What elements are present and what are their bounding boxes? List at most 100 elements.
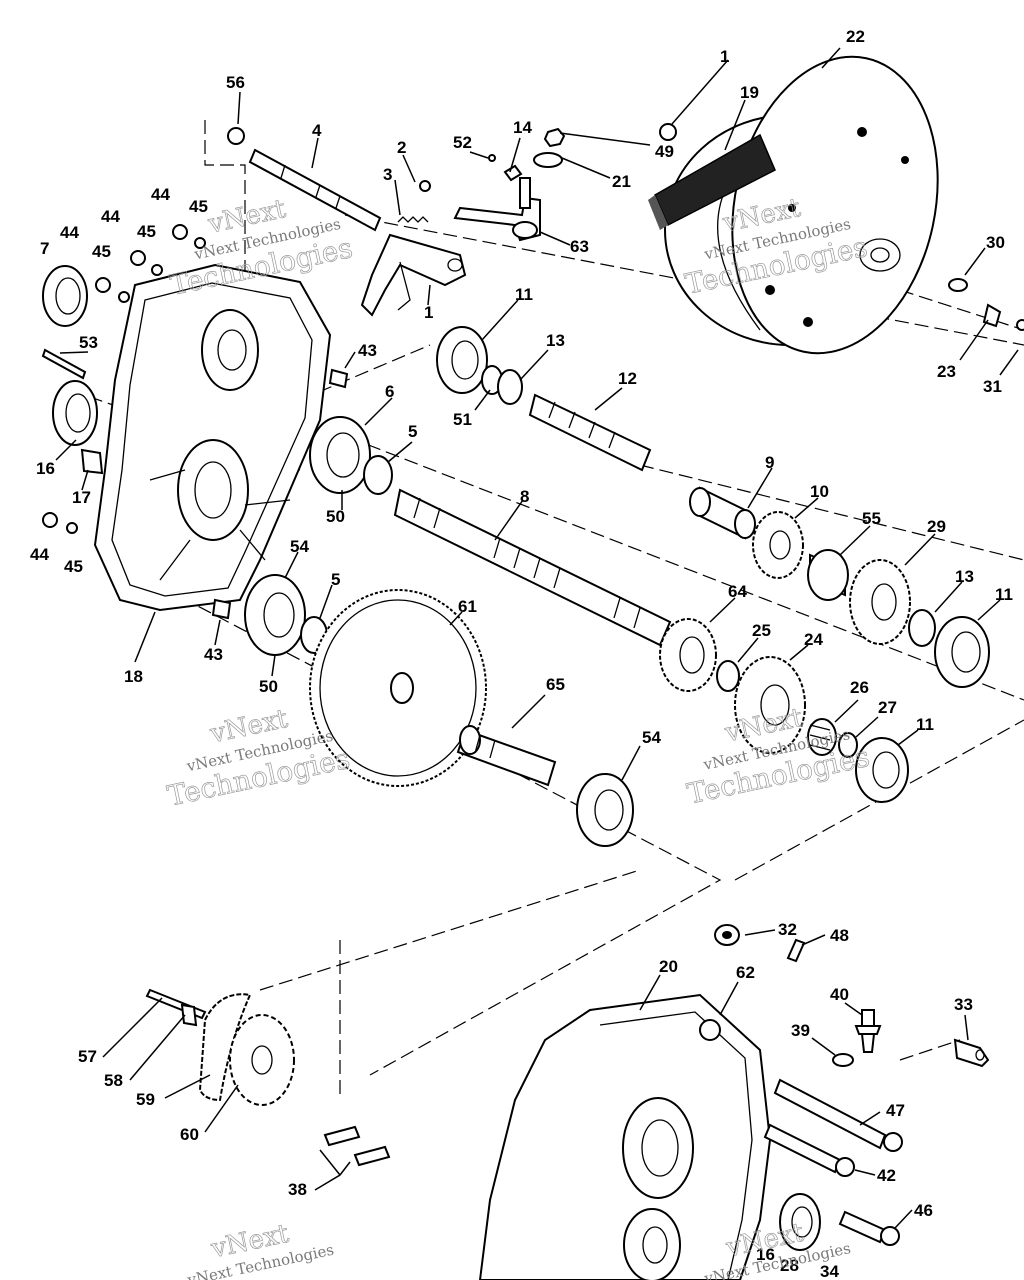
callout-50-bottom: 50 [259, 677, 278, 696]
callout-5-top: 5 [408, 422, 417, 441]
callout-63: 63 [570, 237, 589, 256]
callout-38: 38 [288, 1180, 307, 1199]
callout-22: 22 [846, 27, 865, 46]
callout-23: 23 [937, 362, 956, 381]
ring-5 [363, 455, 393, 495]
bushing-17 [80, 448, 104, 475]
callout-59: 59 [136, 1090, 155, 1109]
fitting-33 [953, 1038, 990, 1068]
callout-1-washer: 1 [720, 47, 729, 66]
callout-52: 52 [453, 133, 472, 152]
callout-24: 24 [804, 630, 823, 649]
callout-54-lower: 54 [642, 728, 661, 747]
callout-45-bottom: 45 [64, 557, 83, 576]
nut-49 [543, 127, 566, 148]
shaft-12 [528, 393, 652, 472]
callout-26: 26 [850, 678, 869, 697]
bolt-47 [773, 1078, 887, 1150]
callout-14: 14 [513, 118, 532, 137]
bearing-11-lower [855, 737, 909, 803]
callout-17: 17 [72, 488, 91, 507]
callout-3: 3 [383, 165, 392, 184]
oil-seal-16 [52, 380, 98, 446]
callout-labels: 1 22 19 49 56 4 2 3 52 14 21 63 1 30 23 … [30, 27, 1013, 1280]
callout-34: 34 [820, 1262, 839, 1280]
dowel-43-upper [328, 368, 349, 389]
shift-shaft-4 [248, 148, 382, 232]
callout-12: 12 [618, 369, 637, 388]
leader-lines [55, 47, 1019, 1229]
callout-27: 27 [878, 698, 897, 717]
callout-65: 65 [546, 675, 565, 694]
callout-39: 39 [791, 1021, 810, 1040]
callout-21: 21 [612, 172, 631, 191]
callout-45-top: 45 [189, 197, 208, 216]
callout-29: 29 [927, 517, 946, 536]
master-link-38 [323, 1125, 391, 1167]
pin-48 [786, 938, 806, 963]
shift-fork-1 [360, 233, 467, 317]
gear-64 [659, 618, 717, 692]
callout-48: 48 [830, 926, 849, 945]
bearing-11-right [934, 616, 990, 688]
callout-5-lower: 5 [331, 570, 340, 589]
callout-47: 47 [886, 1101, 905, 1120]
callout-49: 49 [655, 142, 674, 161]
needle-bearing-26 [807, 718, 837, 756]
ring-56 [227, 127, 245, 145]
callout-13-right: 13 [955, 567, 974, 586]
callout-64: 64 [728, 582, 747, 601]
detent-spring-3 [397, 216, 429, 223]
callout-46: 46 [914, 1201, 933, 1220]
callout-11-right: 11 [995, 585, 1013, 604]
shift-lever-63 [453, 177, 541, 242]
bushing-9 [689, 486, 756, 540]
washer-39 [832, 1053, 854, 1067]
callout-40: 40 [830, 985, 849, 1004]
callout-55: 55 [862, 509, 881, 528]
nuts-washers [42, 224, 206, 534]
callout-16-left: 16 [36, 459, 55, 478]
callout-16-right: 16 [756, 1245, 775, 1264]
callout-20: 20 [659, 957, 678, 976]
callout-1-fork: 1 [424, 303, 433, 322]
left-case-18 [93, 263, 332, 620]
callout-11-top: 11 [515, 285, 533, 304]
gear-24 [734, 656, 806, 754]
drive-belt-19 [648, 133, 776, 230]
callout-44-bottom: 44 [30, 545, 49, 564]
ring-27 [838, 732, 858, 758]
callout-9: 9 [765, 453, 774, 472]
watermark-mid-right: vNext vNext Technologies Technologies [684, 702, 873, 811]
callout-42: 42 [877, 1166, 896, 1185]
stud-53 [41, 348, 87, 380]
breather-62 [699, 1019, 721, 1041]
oil-seal-7 [42, 265, 88, 327]
drain-plug-32 [714, 924, 740, 946]
callout-56: 56 [226, 73, 245, 92]
right-case-20 [478, 993, 772, 1280]
callout-43-bottom: 43 [204, 645, 223, 664]
callout-44-mid: 44 [101, 207, 120, 226]
callout-32: 32 [778, 920, 797, 939]
fitting-40 [854, 1009, 882, 1053]
callout-45-mid: 45 [137, 222, 156, 241]
big-gear-61 [309, 589, 487, 787]
bearing-54-lower [576, 773, 634, 847]
detent-ball-2 [419, 180, 431, 192]
bolt-42 [763, 1123, 842, 1174]
callout-60: 60 [180, 1125, 199, 1144]
callout-45-low: 45 [92, 242, 111, 261]
callout-43-top: 43 [358, 341, 377, 360]
watermark-bottom-left: vNext vNext Technologies [185, 1218, 335, 1280]
gear-10 [752, 511, 804, 579]
callout-50-top: 50 [326, 507, 345, 526]
callout-19: 19 [740, 83, 759, 102]
callout-4: 4 [312, 121, 322, 140]
washer-13 [497, 369, 523, 405]
callout-58: 58 [104, 1071, 123, 1090]
callout-61: 61 [458, 597, 477, 616]
callout-13-top: 13 [546, 331, 565, 350]
washer-13-right [908, 609, 936, 647]
